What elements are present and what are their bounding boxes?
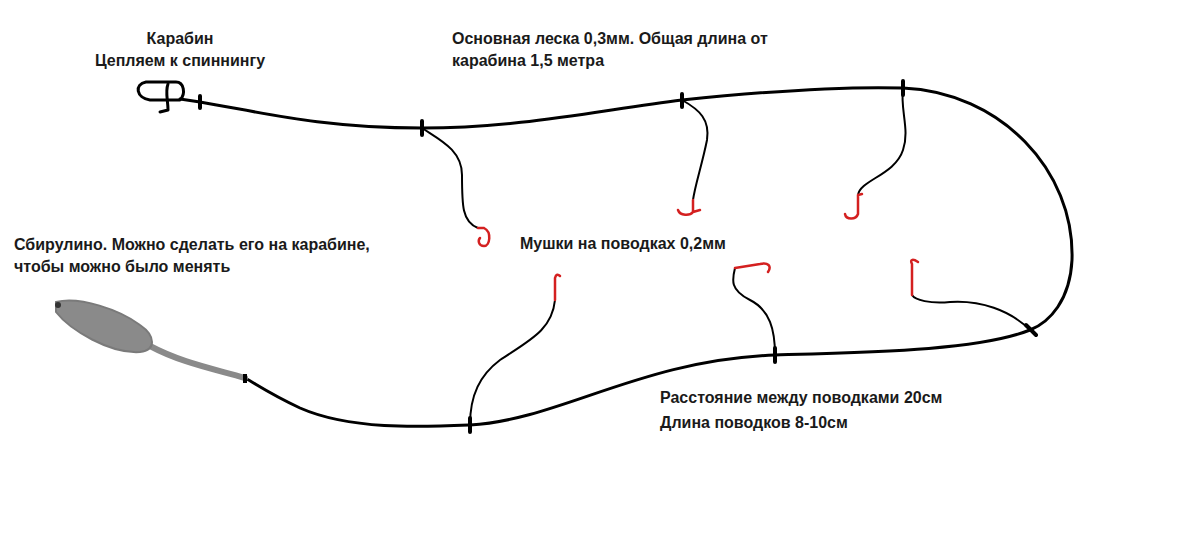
fly-hooks — [478, 194, 918, 300]
leader-line — [733, 268, 775, 355]
line-note: Основная леска 0,3мм. Общая длина от кар… — [452, 28, 804, 72]
leader-line — [912, 295, 1030, 330]
distance-note: Расстояние между поводками 20см — [660, 387, 1040, 409]
main-line — [200, 88, 1072, 427]
carabiner-link — [180, 99, 200, 102]
knot — [243, 374, 247, 383]
sbirulino-float — [56, 301, 152, 353]
carabiner — [138, 82, 183, 100]
fly-note: Мушки на поводках 0,2мм — [520, 233, 780, 255]
sbirulino-tip — [55, 302, 61, 308]
note-label: Цепляем к спиннингу — [80, 50, 280, 72]
length-note: Длина поводков 8-10см — [660, 412, 1040, 434]
title-label: Карабин — [110, 28, 250, 50]
carabiner-clasp — [160, 84, 168, 112]
knot — [200, 81, 1036, 432]
leader-line — [470, 300, 555, 425]
leader-line — [858, 88, 906, 195]
leader-line — [422, 128, 478, 228]
leader-line — [682, 100, 708, 200]
sbirulino-tube — [150, 346, 245, 378]
sbirulino-note: Сбирулино. Можно сделать его на карабине… — [14, 234, 376, 278]
